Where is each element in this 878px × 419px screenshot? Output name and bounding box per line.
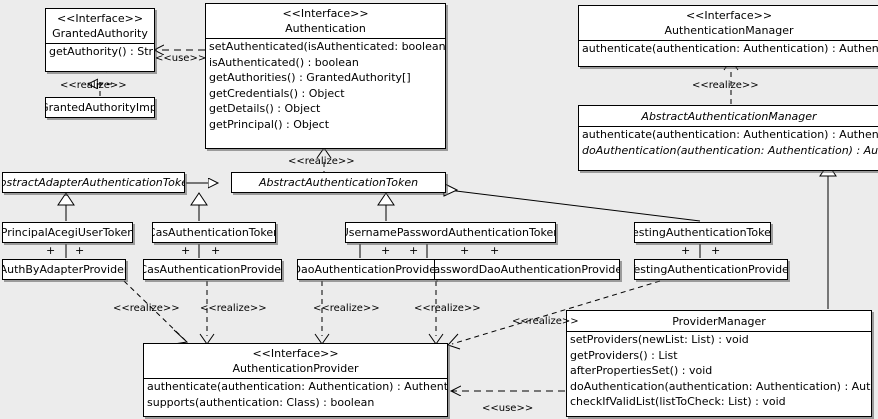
method-row: getAuthority() : String [49, 45, 154, 58]
class-name: AbstractAuthenticationManager [641, 110, 817, 123]
compartment-separator [579, 126, 878, 127]
multiplicity-marker: + [211, 244, 221, 257]
class-name: TestingAuthenticationProvider [634, 263, 788, 276]
method-row: doAuthentication(authentication: Authent… [582, 143, 878, 157]
label-realize-auth-by-adapter-provider: <<realize>> [113, 303, 180, 314]
class-name: AbstractAuthenticationToken [258, 176, 419, 189]
class-stereotype: <<Interface>> [282, 7, 369, 20]
class-authentication[interactable]: <<Interface>> Authentication setAuthenti… [205, 3, 446, 149]
class-name: Authentication [285, 22, 366, 35]
class-name: CasAuthenticationProvider [143, 263, 282, 276]
class-cas-authentication-provider[interactable]: CasAuthenticationProvider [143, 259, 282, 280]
class-name: PrincipalAcegiUserToken [2, 226, 133, 239]
class-authentication-provider[interactable]: <<Interface>> AuthenticationProvider aut… [143, 343, 448, 417]
method-row: setAuthenticated(isAuthenticated: boolea… [209, 40, 446, 53]
method-row: getDetails() : Object [209, 102, 321, 115]
class-name: AuthByAdapterProvider [2, 263, 126, 276]
class-auth-by-adapter-provider[interactable]: AuthByAdapterProvider [2, 259, 126, 280]
compartment-separator [206, 38, 445, 39]
class-name: CasAuthenticationToken [152, 226, 276, 239]
class-stereotype: <<Interface>> [685, 9, 773, 22]
class-abstract-authentication-manager[interactable]: AbstractAuthenticationManager authentica… [578, 105, 878, 171]
label-realize-password-dao-authentication-provider: <<realize>> [414, 303, 481, 314]
method-row: checkIfValidList(listToCheck: List) : vo… [570, 395, 786, 408]
class-name: DaoAuthenticationProvider [297, 263, 436, 276]
method-row: authenticate(authentication: Authenticat… [147, 380, 448, 393]
multiplicity-marker: + [381, 244, 391, 257]
class-name: AuthenticationManager [664, 24, 794, 37]
label-realize-abstract-authentication-token: <<realize>> [288, 156, 355, 167]
method-row: authenticate(authentication: Authenticat… [582, 42, 878, 55]
class-username-password-authentication-token[interactable]: UsernamePasswordAuthenticationToken [345, 222, 556, 243]
method-row: getAuthorities() : GrantedAuthority[] [209, 71, 411, 84]
label-realize-abstract-authentication-manager: <<realize>> [692, 80, 759, 91]
class-authentication-manager[interactable]: <<Interface>> AuthenticationManager auth… [578, 5, 878, 67]
method-row: doAuthentication(authentication: Authent… [570, 379, 871, 393]
class-granted-authority[interactable]: <<Interface>> GrantedAuthority getAuthor… [45, 8, 155, 72]
class-name: ProviderManager [672, 315, 766, 328]
multiplicity-marker: + [181, 244, 191, 257]
compartment-separator [46, 43, 154, 44]
compartment-separator [567, 331, 871, 332]
class-testing-authentication-provider[interactable]: TestingAuthenticationProvider [634, 259, 788, 280]
method-row: authenticate(authentication: Authenticat… [582, 128, 878, 141]
class-provider-manager[interactable]: ProviderManager setProviders(newList: Li… [566, 310, 872, 417]
method-row: supports(authentication: Class) : boolea… [147, 395, 375, 409]
class-cas-authentication-token[interactable]: CasAuthenticationToken [152, 222, 276, 243]
multiplicity-marker: + [409, 244, 419, 257]
label-realize-cas-authentication-provider: <<realize>> [200, 303, 267, 314]
multiplicity-marker: + [75, 244, 85, 257]
method-row: setProviders(newList: List) : void [570, 333, 749, 346]
label-use-provider-manager: <<use>> [482, 403, 534, 414]
class-password-dao-authentication-provider[interactable]: PasswordDaoAuthenticationProvider [434, 259, 620, 280]
label-realize-dao-authentication-provider: <<realize>> [313, 303, 380, 314]
class-name: PasswordDaoAuthenticationProvider [434, 263, 620, 276]
label-use-authentication-granted-authority: <<use>> [155, 53, 207, 64]
class-principal-acegi-user-token[interactable]: PrincipalAcegiUserToken [2, 222, 133, 243]
class-name: GrantedAuthority [52, 27, 148, 40]
compartment-separator [579, 40, 878, 41]
method-row: isAuthenticated() : boolean [209, 55, 359, 69]
multiplicity-marker: + [681, 244, 691, 257]
class-granted-authority-impl[interactable]: GrantedAuthorityImpl [45, 97, 155, 118]
method-row: afterPropertiesSet() : void [570, 364, 713, 377]
multiplicity-marker: + [460, 244, 470, 257]
method-row: getProviders() : List [570, 348, 678, 362]
class-name: UsernamePasswordAuthenticationToken [345, 226, 556, 239]
class-stereotype: <<Interface>> [252, 347, 339, 360]
class-testing-authentication-token[interactable]: TestingAuthenticationToken [634, 222, 771, 243]
method-row: getPrincipal() : Object [209, 117, 330, 131]
label-realize-testing-authentication-provider: <<realize>> [512, 316, 579, 327]
class-name: TestingAuthenticationToken [634, 226, 771, 239]
class-abstract-authentication-token[interactable]: AbstractAuthenticationToken [231, 172, 446, 193]
multiplicity-marker: + [490, 244, 500, 257]
class-abstract-adapter-authentication-token[interactable]: AbstractAdapterAuthenticationToken [2, 172, 185, 193]
class-name: AuthenticationProvider [232, 362, 359, 375]
multiplicity-marker: + [46, 244, 56, 257]
class-name: GrantedAuthorityImpl [45, 101, 155, 114]
class-name: AbstractAdapterAuthenticationToken [2, 176, 185, 189]
label-realize-granted-authority-impl: <<realize>> [60, 80, 127, 91]
compartment-separator [144, 378, 447, 379]
class-stereotype: <<Interface>> [56, 12, 144, 25]
method-row: getCredentials() : Object [209, 86, 345, 100]
class-dao-authentication-provider[interactable]: DaoAuthenticationProvider [297, 259, 436, 280]
multiplicity-marker: + [711, 244, 721, 257]
